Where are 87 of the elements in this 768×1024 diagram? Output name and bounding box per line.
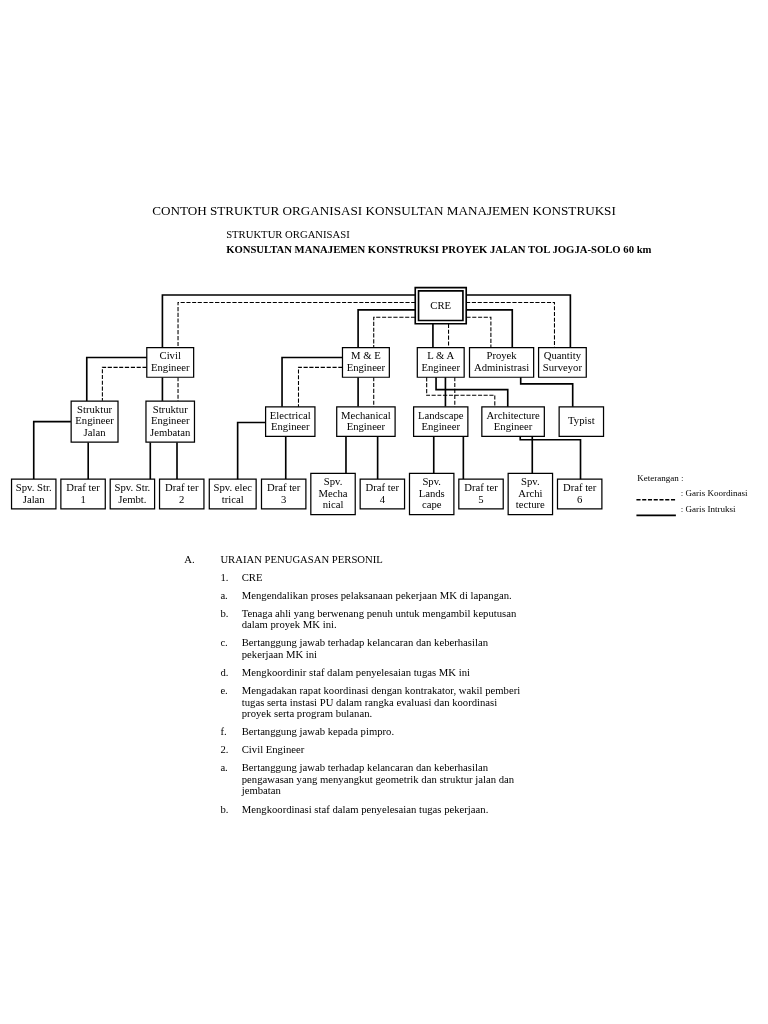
connector bbox=[465, 293, 572, 348]
connector bbox=[161, 293, 416, 348]
connector bbox=[465, 316, 492, 348]
connector bbox=[177, 376, 179, 401]
label: Bertanggung jawab terhadap kelancaran dan keberhasilan pengawasan yang menyangkut geometrik dan struktur jalan dan jembatan bbox=[241, 760, 515, 796]
node-box: Architecture Engineer bbox=[481, 405, 545, 437]
label: Civil Engineer bbox=[241, 742, 305, 755]
label: Keterangan : bbox=[637, 472, 684, 483]
label: KONSULTAN MANAJEMEN KONSTRUKSI PROYEK JALAN TOL JOGJA-SOLO 60 km bbox=[226, 242, 652, 255]
label: a. bbox=[220, 588, 228, 601]
connector bbox=[297, 366, 343, 407]
node-box: Draf ter 5 bbox=[458, 478, 504, 509]
label: e. bbox=[220, 683, 228, 696]
connector bbox=[284, 435, 287, 480]
connector bbox=[85, 356, 148, 402]
connector bbox=[462, 435, 465, 480]
connector bbox=[32, 420, 72, 480]
label: Bertanggung jawab kepada pimpro. bbox=[241, 724, 395, 737]
label: Bertanggung jawab terhadap kelancaran dan keberhasilan pekerjaan MK ini bbox=[241, 635, 488, 660]
node-box: Draf ter 1 bbox=[60, 478, 106, 509]
connector bbox=[149, 441, 152, 480]
node-box: Struktur Engineer Jembatan bbox=[145, 399, 196, 443]
label: d. bbox=[220, 665, 229, 678]
node-box: Spv. Archi tecture bbox=[507, 472, 554, 515]
connector bbox=[373, 316, 416, 348]
connector bbox=[161, 376, 164, 402]
label: f. bbox=[220, 724, 227, 737]
legend-label: : Garis Koordinasi bbox=[680, 487, 748, 498]
label: b. bbox=[220, 802, 229, 815]
node-box: Spv. Str. Jalan bbox=[10, 478, 57, 509]
connector bbox=[357, 376, 359, 407]
node-box: Draf ter 2 bbox=[158, 478, 205, 509]
label: Mengkoordinasi staf dalam penyelesaian tugas pekerjaan. bbox=[241, 802, 489, 815]
label: CRE bbox=[241, 570, 263, 583]
label: c. bbox=[220, 635, 228, 648]
connector bbox=[345, 435, 347, 474]
label: Mengkoordinir staf dalam penyelesaian tugas MK ini bbox=[241, 665, 470, 678]
connector bbox=[435, 375, 509, 408]
connector bbox=[432, 322, 434, 348]
node-box: Draf ter 3 bbox=[260, 478, 307, 509]
connector bbox=[531, 435, 534, 474]
connector bbox=[87, 441, 90, 480]
node-box: Struktur Engineer Jalan bbox=[70, 399, 119, 443]
diagram-title: CONTOH STRUKTUR ORGANISASI KONSULTAN MANAJEMEN KONSTRUKSI bbox=[152, 202, 616, 218]
label: 1. bbox=[220, 570, 229, 583]
connector bbox=[236, 421, 267, 480]
node-box: Spv. Mecha nical bbox=[310, 472, 356, 515]
connector bbox=[376, 435, 379, 480]
node-box: Electrical Engineer bbox=[265, 405, 316, 437]
connector bbox=[426, 376, 496, 407]
node-box: L & A Engineer bbox=[416, 346, 465, 378]
connector bbox=[101, 366, 148, 401]
legend-label: : Garis Intruksi bbox=[680, 503, 736, 514]
label: A. bbox=[184, 552, 195, 565]
connector bbox=[454, 376, 456, 407]
connector bbox=[373, 376, 375, 407]
connector bbox=[465, 308, 514, 348]
label: 2. bbox=[220, 742, 229, 755]
node-box: Landscape Engineer bbox=[413, 405, 469, 437]
connector bbox=[357, 308, 416, 348]
label: a. bbox=[220, 760, 228, 773]
label: STRUKTUR ORGANISASI bbox=[226, 227, 350, 240]
label: URAIAN PENUGASAN PERSONIL bbox=[220, 552, 383, 565]
connector bbox=[281, 356, 344, 408]
node-box: Quantity Surveyor bbox=[537, 346, 587, 378]
node-box: Typist bbox=[558, 405, 605, 437]
connector bbox=[519, 435, 582, 480]
node-box: Mechanical Engineer bbox=[336, 405, 396, 437]
label: Tenaga ahli yang berwenang penuh untuk mengambil keputusan dalam proyek MK ini. bbox=[241, 606, 517, 630]
node-box: Civil Engineer bbox=[146, 346, 195, 378]
connector bbox=[519, 375, 574, 407]
node-box: Proyek Administrasi bbox=[468, 346, 535, 378]
node-box: Spv. Str. Jembt. bbox=[109, 478, 156, 509]
connector bbox=[465, 301, 555, 348]
connector bbox=[176, 441, 178, 480]
node-box: M & E Engineer bbox=[341, 346, 390, 378]
connector bbox=[177, 301, 416, 348]
node-box: Spv. elec trical bbox=[208, 478, 257, 509]
label: b. bbox=[220, 606, 229, 619]
node-box: Spv. Lands cape bbox=[408, 472, 455, 515]
node-box: Draf ter 4 bbox=[359, 478, 406, 509]
label: Mengadakan rapat koordinasi dengan kontrakator, wakil pemberi tugas serta instasi PU dalam rangka evaluasi dan koordinasi proyek serta program bulanan. bbox=[241, 683, 521, 719]
label: Mengendalikan proses pelaksanaan pekerjaan MK di lapangan. bbox=[241, 588, 512, 601]
connector bbox=[432, 435, 435, 474]
connector bbox=[444, 376, 447, 407]
connector bbox=[448, 322, 450, 348]
node-box: Draf ter 6 bbox=[556, 478, 603, 509]
